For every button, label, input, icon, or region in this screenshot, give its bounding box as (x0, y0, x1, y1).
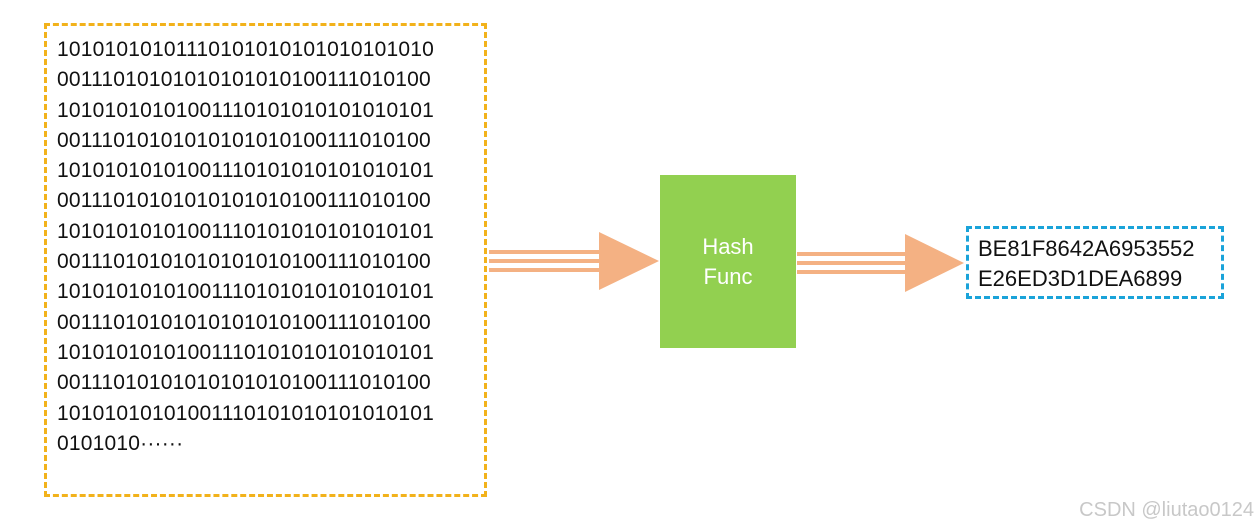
binary-data-lines: 10101010101110101010101010101010 00111010… (57, 35, 434, 459)
binary-line: 00111010101010101010100111010100 (57, 310, 431, 334)
binary-line: 00111010101010101010100111010100 (57, 128, 431, 152)
binary-line: 0101010······ (57, 431, 184, 455)
binary-line: 00111010101010101010100111010100 (57, 189, 431, 213)
input-to-hash-arrow (489, 232, 659, 290)
binary-line: 10101010101001110101010101010101 (57, 219, 435, 243)
hash-label-line1: Hash (702, 233, 754, 259)
binary-line: 00111010101010101010100111010100 (57, 371, 431, 395)
binary-line: 10101010101001110101010101010101 (57, 159, 435, 183)
input-data-box: 10101010101110101010101010101010 00111010… (44, 23, 487, 497)
binary-line: 10101010101001110101010101010101 (57, 280, 435, 304)
binary-line: 00111010101010101010100111010100 (57, 250, 431, 274)
hash-output-line1: BE81F8642A6953552 (978, 236, 1195, 261)
hash-to-output-arrow (797, 234, 964, 292)
hash-output-line2: E26ED3D1DEA6899 (978, 266, 1183, 291)
watermark: CSDN @liutao0124 (1079, 499, 1254, 521)
hash-output-box: BE81F8642A6953552 E26ED3D1DEA6899 (966, 226, 1224, 299)
binary-line: 10101010101001110101010101010101 (57, 98, 435, 122)
binary-line: 00111010101010101010100111010100 (57, 68, 431, 92)
hash-label-line2: Func (703, 263, 753, 289)
binary-line: 10101010101001110101010101010101 (57, 340, 435, 364)
binary-line: 10101010101110101010101010101010 (57, 38, 435, 61)
binary-line: 10101010101001110101010101010101 (57, 401, 435, 425)
hash-function-box: Hash Func (660, 175, 796, 348)
